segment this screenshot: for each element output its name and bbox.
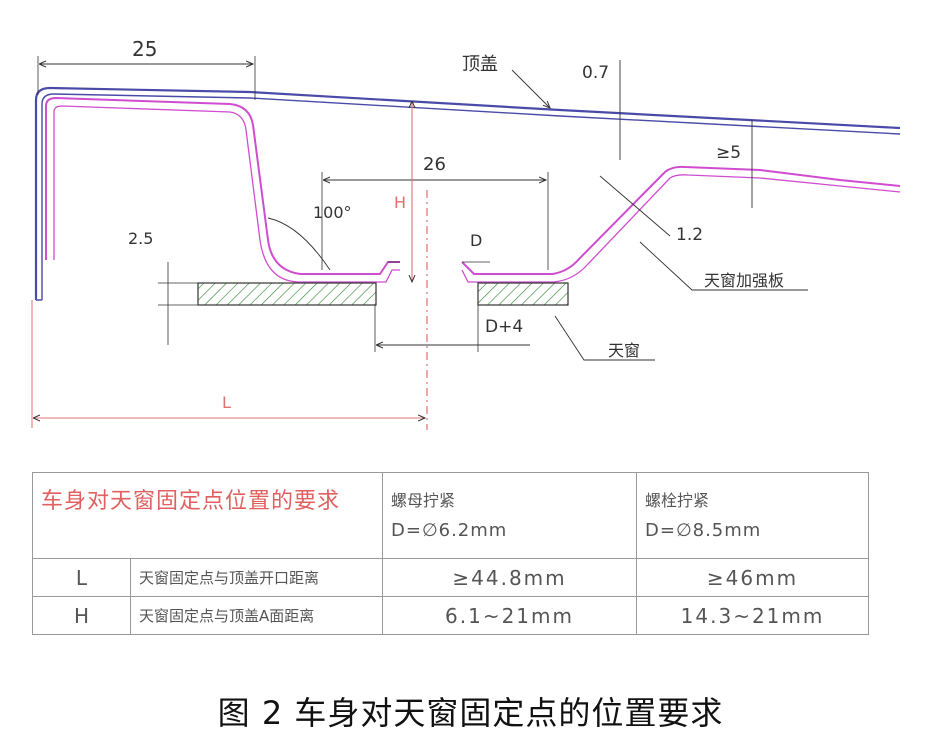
row-value-nut: ≥44.8mm bbox=[382, 558, 638, 597]
dim-d: D bbox=[470, 231, 482, 250]
dim-2-5: 2.5 bbox=[128, 229, 153, 248]
label-sunroof: 天窗 bbox=[608, 341, 640, 360]
col-head-nut-label: 螺母拧紧 bbox=[391, 490, 456, 510]
dim-25: 25 bbox=[132, 37, 157, 61]
dim-ge-5: ≥5 bbox=[716, 143, 741, 163]
row-symbol: L bbox=[32, 558, 131, 597]
table-title-text: 车身对天窗固定点位置的要求 bbox=[41, 489, 341, 514]
dim-1-2: 1.2 bbox=[676, 225, 703, 245]
col-head-bolt-label: 螺栓拧紧 bbox=[645, 490, 710, 510]
figure-caption: 图 2 车身对天窗固定点的位置要求 bbox=[217, 694, 724, 732]
table-row: H 天窗固定点与顶盖A面距离 6.1~21mm 14.3~21mm bbox=[32, 596, 870, 635]
requirements-table: 车身对天窗固定点位置的要求 螺母拧紧 D=∅6.2mm 螺栓拧紧 D=∅8.5m… bbox=[31, 472, 870, 635]
dim-angle-100: 100° bbox=[313, 203, 352, 222]
table-row: L 天窗固定点与顶盖开口距离 ≥44.8mm ≥46mm bbox=[32, 558, 870, 597]
row-description: 天窗固定点与顶盖A面距离 bbox=[129, 596, 384, 635]
sunroof-bracket-left bbox=[197, 282, 377, 306]
dim-d-plus-4: D+4 bbox=[485, 317, 523, 337]
dim-26: 26 bbox=[423, 154, 446, 175]
col-head-nut: 螺母拧紧 D=∅6.2mm bbox=[382, 472, 638, 559]
dim-l: L bbox=[222, 393, 231, 412]
dim-h: H bbox=[394, 193, 406, 212]
col-head-nut-sub: D=∅6.2mm bbox=[391, 519, 508, 541]
label-roof: 顶盖 bbox=[462, 54, 498, 75]
roof-panel bbox=[34, 86, 901, 300]
row-description: 天窗固定点与顶盖开口距离 bbox=[129, 558, 384, 597]
reinforcement-frame bbox=[45, 96, 901, 275]
row-symbol: H bbox=[32, 596, 131, 635]
sunroof-section-drawing: 25 0.7 顶盖 ≥5 26 H 100° 2.5 D D+4 1.2 天窗加… bbox=[31, 37, 901, 430]
dim-0-7: 0.7 bbox=[582, 63, 609, 83]
col-head-bolt-sub: D=∅8.5mm bbox=[645, 519, 762, 541]
row-value-nut: 6.1~21mm bbox=[382, 596, 638, 635]
label-reinforcement: 天窗加强板 bbox=[704, 271, 784, 290]
sunroof-bracket-right bbox=[477, 282, 569, 306]
table-header-row: 车身对天窗固定点位置的要求 螺母拧紧 D=∅6.2mm 螺栓拧紧 D=∅8.5m… bbox=[31, 472, 870, 559]
col-head-bolt: 螺栓拧紧 D=∅8.5mm bbox=[636, 472, 870, 559]
requirements-table-wrapper: 车身对天窗固定点位置的要求 螺母拧紧 D=∅6.2mm 螺栓拧紧 D=∅8.5m… bbox=[31, 472, 870, 635]
row-value-bolt: 14.3~21mm bbox=[636, 596, 870, 635]
row-value-bolt: ≥46mm bbox=[636, 558, 870, 597]
table-title: 车身对天窗固定点位置的要求 bbox=[31, 472, 384, 559]
